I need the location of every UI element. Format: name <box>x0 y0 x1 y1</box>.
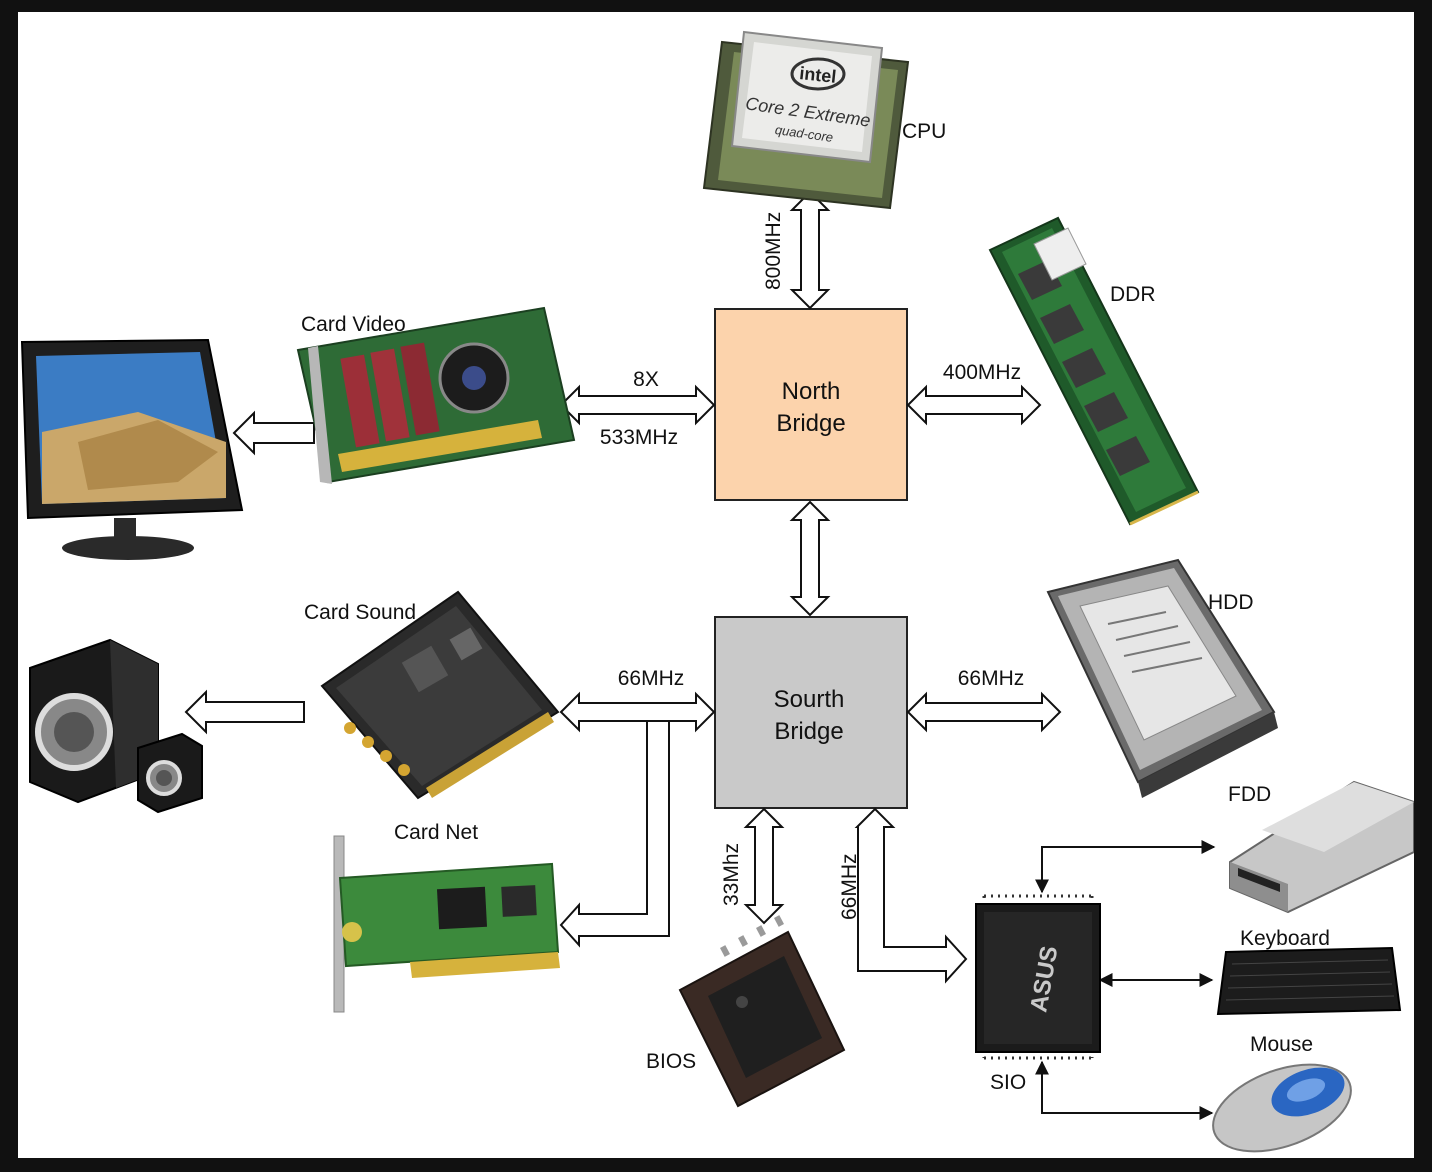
cpu-brand-text: intel <box>798 63 837 87</box>
sio-chip-icon: ASUS <box>975 894 1101 1060</box>
label-bios: BIOS <box>646 1050 696 1073</box>
diagram-frame: North Bridge Sourth Bridge <box>18 12 1415 1158</box>
label-video-nb-bus: 8X <box>633 368 659 391</box>
label-nb-ddr-speed: 400MHz <box>943 361 1021 384</box>
label-sb-sound-speed: 66MHz <box>618 667 685 690</box>
keyboard-icon <box>1216 946 1402 1016</box>
label-card-sound: Card Sound <box>304 601 416 624</box>
cpu-nb-arrow <box>789 190 831 310</box>
south-bridge-line2: Bridge <box>774 718 843 745</box>
north-bridge-line1: North <box>782 378 841 405</box>
label-card-net: Card Net <box>394 821 478 844</box>
bios-chip-icon <box>678 915 846 1108</box>
label-card-video: Card Video <box>301 313 406 336</box>
sound-speakers-arrow <box>184 689 305 735</box>
pc-architecture-diagram: North Bridge Sourth Bridge <box>20 30 1415 1153</box>
north-bridge-line2: Bridge <box>776 410 845 437</box>
nb-ddr-arrow <box>906 384 1042 426</box>
floppy-drive-icon <box>1229 780 1415 914</box>
label-sio: SIO <box>990 1071 1026 1094</box>
sb-bios-arrow <box>743 807 785 925</box>
video-nb-arrow <box>559 384 716 426</box>
network-card-icon <box>333 835 560 1013</box>
north-bridge: North Bridge <box>714 308 908 501</box>
label-hdd: HDD <box>1208 591 1254 614</box>
south-bridge: Sourth Bridge <box>714 616 908 809</box>
sb-sio-arrow <box>854 807 968 984</box>
sb-sound-arrow <box>559 691 716 733</box>
hard-disk-icon <box>1046 558 1278 798</box>
south-bridge-line1: Sourth <box>774 686 845 713</box>
cpu-chip-icon: intel Core 2 Extreme quad-core <box>702 30 910 210</box>
sio-fdd-line <box>1035 840 1216 894</box>
label-ddr: DDR <box>1110 283 1156 306</box>
sio-mouse-line <box>1035 1060 1214 1120</box>
label-mouse: Mouse <box>1250 1033 1313 1056</box>
ram-module-icon <box>988 216 1200 526</box>
mouse-icon <box>1212 1063 1352 1153</box>
sb-hdd-arrow <box>906 691 1062 733</box>
label-video-nb-speed: 533MHz <box>600 426 678 449</box>
label-sb-sio-speed: 66MHz <box>838 853 861 920</box>
label-sb-bios-speed: 33Mhz <box>720 843 743 906</box>
video-monitor-arrow <box>232 410 315 456</box>
label-fdd: FDD <box>1228 783 1271 806</box>
label-keyboard: Keyboard <box>1240 927 1330 950</box>
label-cpu-nb-speed: 800MHz <box>762 212 785 290</box>
sound-card-icon <box>320 590 560 800</box>
graphics-card-icon <box>296 306 576 484</box>
label-sb-hdd-speed: 66MHz <box>958 667 1025 690</box>
sb-net-arrow <box>559 720 670 948</box>
monitor-icon <box>20 338 244 560</box>
speakers-icon <box>29 638 203 814</box>
nb-sb-arrow <box>789 500 831 617</box>
label-cpu: CPU <box>902 120 946 143</box>
